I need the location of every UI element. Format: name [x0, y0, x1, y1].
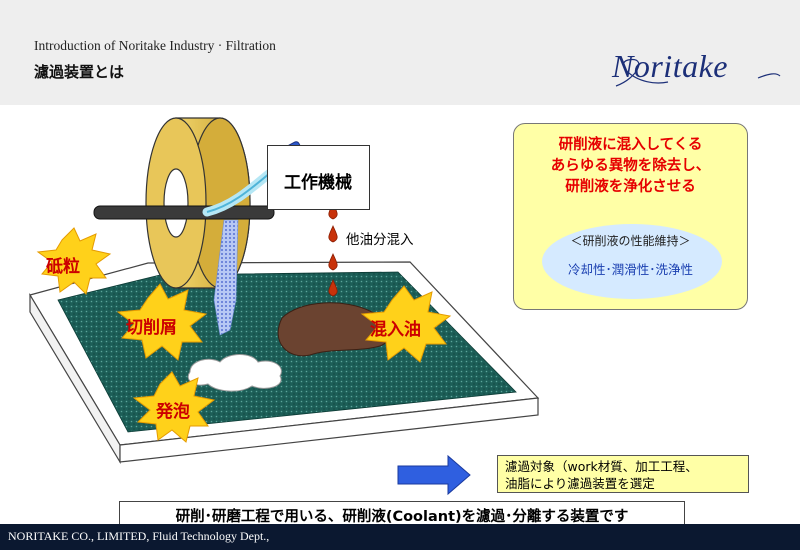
oil-drop-icons: [328, 202, 338, 297]
performance-properties: 冷却性･潤滑性･洗浄性: [567, 262, 693, 277]
machine-tool-box: [267, 145, 370, 210]
spindle-shaft: [93, 205, 275, 220]
star-shapes: [36, 227, 452, 443]
machine-tool-label: 工作機械: [284, 173, 352, 193]
logo-swash-icon: [615, 58, 781, 87]
coolant-tank: [29, 261, 540, 465]
cutting-chips-label: 切削屑: [126, 318, 177, 338]
purpose-headline: 研削液に混入してくる あらゆる異物を除去し、 研削液を浄化させる: [550, 137, 711, 195]
selection-arrow-icon: [397, 454, 471, 496]
noritake-logo: Noritake: [612, 48, 728, 84]
selection-note: 濾過対象（work材質、加工工程、 油脂により濾過装置を選定: [497, 455, 749, 493]
performance-oval: [542, 224, 722, 299]
purpose-panel: 研削液に混入してくる あらゆる異物を除去し、 研削液を浄化させる ＜研削液の性能…: [513, 123, 748, 310]
selection-note-line: 油脂により濾過装置を選定: [505, 476, 655, 491]
selection-note-line: 濾過対象（work材質、加工工程、: [505, 459, 698, 474]
slide-title: 濾過装置とは: [34, 63, 125, 81]
slide-header: Introduction of Noritake Industry · Filt…: [0, 0, 800, 105]
foam-cloud-icon: [187, 354, 282, 392]
coolant-stream: [213, 219, 239, 336]
foaming-label: 発泡: [156, 402, 190, 422]
oil-contamination-label: 他油分混入: [346, 232, 414, 248]
oil-slick: [277, 302, 391, 357]
performance-subheading: ＜研削液の性能維持＞: [570, 234, 691, 248]
slide-footer: NORITAKE CO., LIMITED, Fluid Technology …: [0, 524, 800, 550]
footer-company: NORITAKE CO., LIMITED, Fluid Technology …: [8, 529, 270, 543]
slide-caption: 研削･研磨工程で用いる、研削液(Coolant)を濾過･分離する装置です: [119, 501, 685, 527]
abrasive-grain-label: 砥粒: [46, 257, 80, 277]
mixed-oil-label: 混入油: [370, 320, 421, 340]
header-subtitle: Introduction of Noritake Industry · Filt…: [34, 38, 276, 53]
